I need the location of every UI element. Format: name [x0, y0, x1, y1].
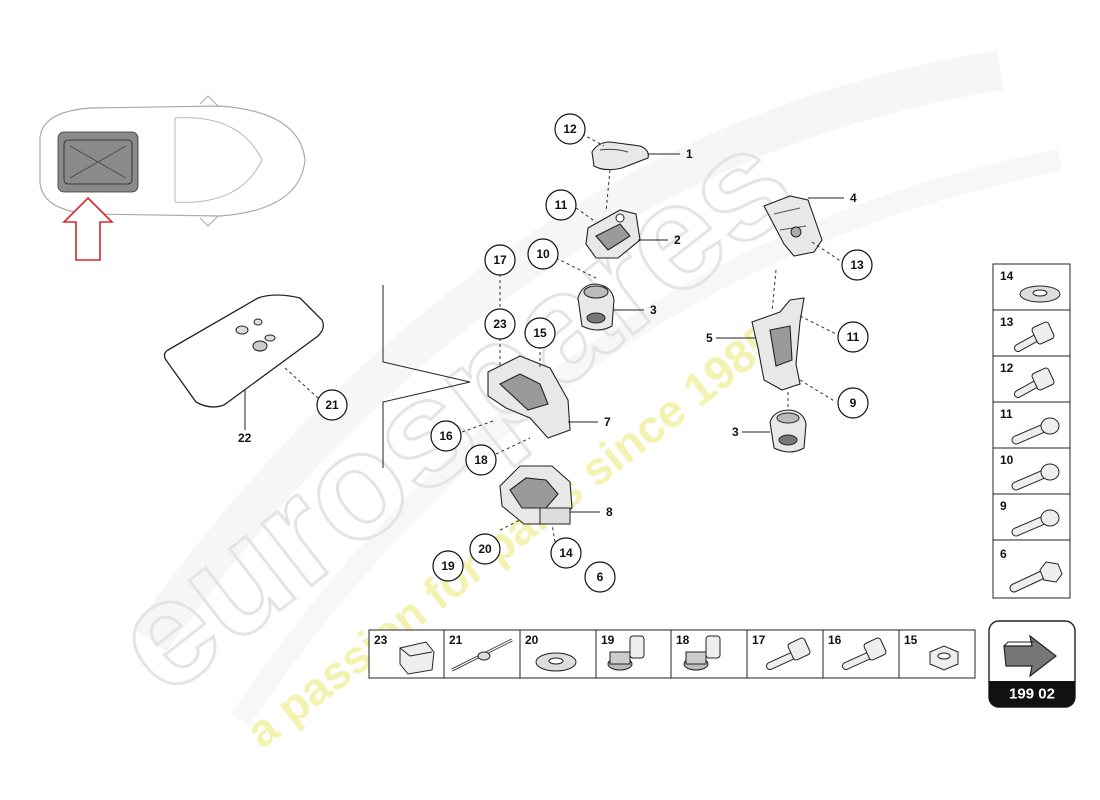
svg-text:6: 6 — [597, 570, 604, 584]
arrow-right-icon — [1003, 634, 1057, 678]
side-table-num: 9 — [1000, 499, 1007, 513]
part-5-mount-bracket — [716, 269, 837, 403]
svg-text:18: 18 — [474, 453, 488, 467]
part-label-8: 8 — [606, 505, 613, 519]
part-label-3-lower: 3 — [732, 425, 739, 439]
part-label-2: 2 — [674, 233, 681, 247]
callout-17[interactable]: 17 — [484, 244, 516, 276]
svg-text:9: 9 — [850, 396, 857, 410]
car-locator — [39, 95, 306, 261]
svg-text:12: 12 — [563, 122, 577, 136]
part-label-5: 5 — [706, 331, 713, 345]
washer-icon — [1019, 285, 1061, 303]
diagram-code: 199 02 — [1009, 686, 1055, 703]
svg-text:11: 11 — [555, 198, 568, 212]
part-4-heat-shield — [763, 195, 844, 263]
flange-bolt-icon — [842, 637, 887, 670]
callout-12[interactable]: 12 — [554, 113, 586, 145]
group-bracket-line — [382, 285, 471, 468]
svg-text:17: 17 — [493, 253, 507, 267]
bottom-table-num: 18 — [676, 633, 690, 647]
svg-text:20: 20 — [478, 542, 492, 556]
washer-icon — [535, 652, 577, 672]
svg-text:15: 15 — [533, 326, 547, 340]
part-label-1: 1 — [686, 147, 693, 161]
callout-19[interactable]: 19 — [432, 550, 464, 582]
callout-23[interactable]: 23 — [484, 308, 516, 340]
callout-10[interactable]: 10 — [527, 238, 559, 270]
callout-15[interactable]: 15 — [524, 317, 556, 349]
svg-text:16: 16 — [439, 429, 453, 443]
part-label-4: 4 — [850, 191, 857, 205]
part-3-engine-mount-upper — [577, 283, 644, 331]
flange-bolt-icon — [1014, 321, 1055, 352]
flange-bolt-icon — [766, 637, 811, 670]
bottom-table-num: 20 — [525, 633, 539, 647]
side-table-num: 12 — [1000, 361, 1014, 375]
svg-text:19: 19 — [441, 559, 455, 573]
bottom-table-num: 19 — [601, 633, 615, 647]
bracket-part-icon — [399, 641, 435, 675]
socket-bolt-icon — [1011, 417, 1060, 445]
part-label-7: 7 — [604, 415, 611, 429]
side-table-num: 13 — [1000, 315, 1014, 329]
next-diagram-button[interactable]: 199 02 — [988, 620, 1076, 708]
collar-bolt-icon — [607, 635, 645, 671]
svg-text:23: 23 — [493, 317, 507, 331]
dashed-leaders — [461, 133, 611, 549]
bottom-table-num: 21 — [449, 633, 463, 647]
svg-text:21: 21 — [325, 398, 339, 412]
part-label-3-upper: 3 — [650, 303, 657, 317]
part-8-mount-assembly — [499, 465, 600, 525]
side-fastener-table: 14 13 12 11 10 9 6 — [992, 263, 1071, 599]
callout-6[interactable]: 6 — [584, 561, 616, 593]
socket-bolt-icon — [1011, 509, 1060, 537]
bottom-table-num: 17 — [752, 633, 766, 647]
svg-text:10: 10 — [536, 247, 550, 261]
flange-bolt-icon — [1014, 367, 1055, 398]
callout-11-right[interactable]: 11 — [837, 321, 869, 353]
side-table-num: 11 — [1000, 407, 1013, 421]
part-3-engine-mount-lower — [742, 392, 807, 453]
bottom-table-num: 16 — [828, 633, 842, 647]
part-1-mount-cover — [591, 141, 680, 171]
svg-text:14: 14 — [559, 546, 573, 560]
callout-16[interactable]: 16 — [430, 420, 462, 452]
locator-arrow-icon — [62, 196, 114, 261]
callout-14[interactable]: 14 — [550, 537, 582, 569]
bottom-fastener-table: 23 21 20 19 18 17 16 15 — [368, 629, 976, 679]
part-label-22: 22 — [238, 431, 252, 445]
hex-bolt-icon — [1009, 561, 1063, 593]
bottom-table-num: 15 — [904, 633, 918, 647]
part-2-bracket — [585, 209, 668, 259]
hex-nut-icon — [929, 645, 959, 671]
bottom-table-num: 23 — [374, 633, 388, 647]
callout-11[interactable]: 11 — [545, 189, 577, 221]
callout-13[interactable]: 13 — [841, 249, 873, 281]
svg-text:11: 11 — [847, 330, 860, 344]
callout-9[interactable]: 9 — [837, 387, 869, 419]
side-table-num: 10 — [1000, 453, 1014, 467]
svg-text:13: 13 — [850, 258, 864, 272]
callout-18[interactable]: 18 — [465, 444, 497, 476]
side-table-num: 14 — [1000, 269, 1014, 283]
callout-20[interactable]: 20 — [469, 533, 501, 565]
side-table-num: 6 — [1000, 547, 1007, 561]
collar-bolt-icon — [683, 635, 721, 671]
gasket-mat-part — [163, 294, 324, 430]
socket-bolt-icon — [1011, 463, 1060, 491]
part-7-transmission-bracket — [487, 355, 598, 439]
cable-tie-icon — [451, 638, 513, 672]
callout-21[interactable]: 21 — [316, 389, 348, 421]
